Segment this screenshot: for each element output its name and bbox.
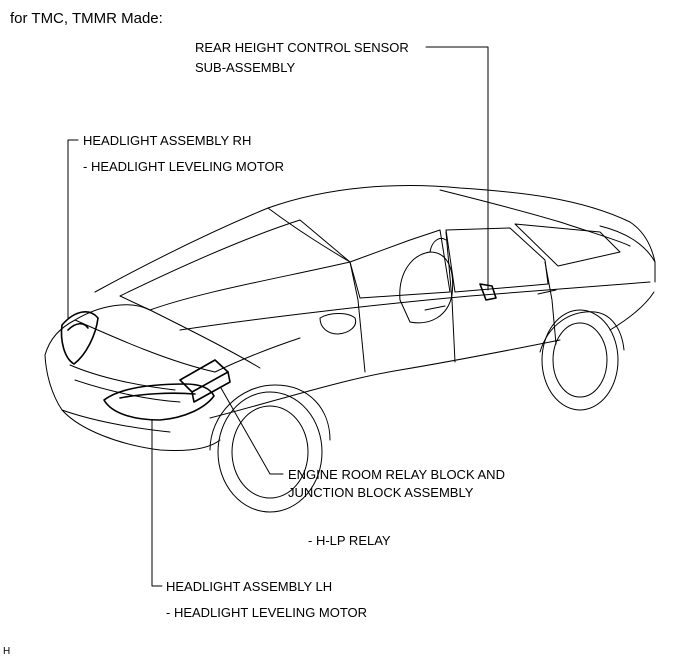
front-wheel [209, 384, 331, 513]
callout-line-headlight-rh [67, 139, 79, 319]
callout-line-relay-block [220, 387, 284, 475]
label-relay-block-line1: ENGINE ROOM RELAY BLOCK AND [288, 467, 505, 482]
headlight-rh-part [60, 311, 99, 365]
callout-line-rear-sensor [425, 46, 489, 291]
rear-wheel [539, 309, 625, 411]
callout-lines [67, 46, 489, 587]
relay-block-part [179, 359, 231, 403]
label-headlight-rh: HEADLIGHT ASSEMBLY RH [83, 133, 252, 148]
headlight-lh-part [103, 383, 215, 421]
label-headlight-rh-sub: - HEADLIGHT LEVELING MOTOR [83, 159, 285, 174]
callout-line-headlight-lh [151, 419, 163, 587]
label-relay-block-sub: - H-LP RELAY [308, 533, 391, 548]
label-headlight-lh-sub: - HEADLIGHT LEVELING MOTOR [166, 605, 368, 620]
car-body-outline [44, 184, 656, 451]
label-headlight-lh: HEADLIGHT ASSEMBLY LH [166, 579, 333, 594]
label-rear-sensor-line2: SUB-ASSEMBLY [195, 60, 296, 75]
label-relay-block-line2: JUNCTION BLOCK ASSEMBLY [288, 485, 474, 500]
diagram-title: for TMC, TMMR Made: [10, 10, 163, 27]
label-rear-sensor-line1: REAR HEIGHT CONTROL SENSOR [195, 40, 409, 55]
figure-code: H [3, 646, 11, 657]
